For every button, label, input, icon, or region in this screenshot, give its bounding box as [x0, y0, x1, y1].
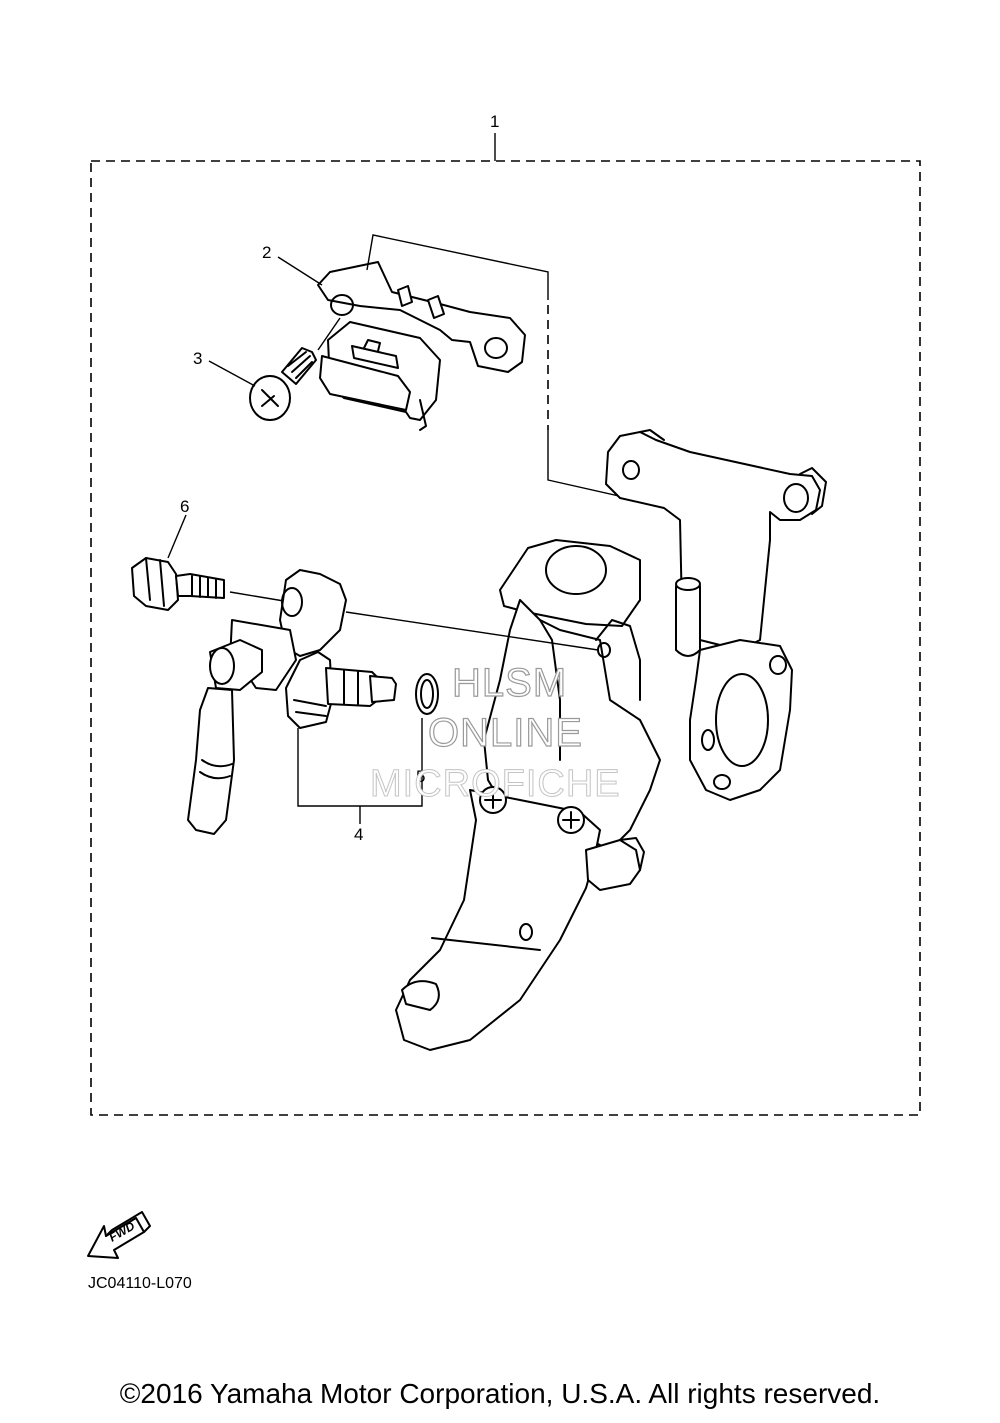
alignment-line-a [366, 234, 549, 300]
copyright-notice: ©2016 Yamaha Motor Corporation, U.S.A. A… [119, 1378, 881, 1409]
callout-6[interactable]: 6 [180, 497, 189, 516]
part-2-sensor-bracket[interactable] [317, 261, 526, 431]
watermark: HLSM ONLINE MICROFICHE [370, 660, 621, 805]
callout-2[interactable]: 2 [262, 243, 271, 262]
watermark-line2: ONLINE [428, 711, 583, 755]
leader-2 [277, 256, 323, 286]
alignment-line-bolt [345, 611, 599, 651]
callout-5[interactable]: 5 [416, 767, 425, 786]
bolt-axis [229, 591, 291, 603]
diagram-code: JC04110-L070 [88, 1275, 192, 1292]
throttle-body[interactable] [395, 429, 827, 1051]
leader-3 [208, 360, 256, 387]
watermark-line1: HLSM [452, 661, 567, 705]
part-6-bolt[interactable] [131, 557, 225, 611]
fwd-arrow-icon: FWD [87, 1211, 151, 1259]
kit-boundary [90, 160, 921, 1116]
callout-1[interactable]: 1 [490, 112, 499, 131]
part-3-screw[interactable] [249, 347, 317, 421]
part-4-sensor-assembly[interactable] [187, 569, 397, 835]
leader-3b [317, 317, 341, 351]
part-5-o-ring[interactable] [415, 673, 439, 715]
watermark-line3: MICROFICHE [370, 763, 621, 805]
callout-3[interactable]: 3 [193, 349, 202, 368]
callout-4[interactable]: 4 [354, 825, 363, 844]
parts-diagram: 1 2 3 [87, 112, 921, 1292]
leader-6 [167, 514, 187, 559]
